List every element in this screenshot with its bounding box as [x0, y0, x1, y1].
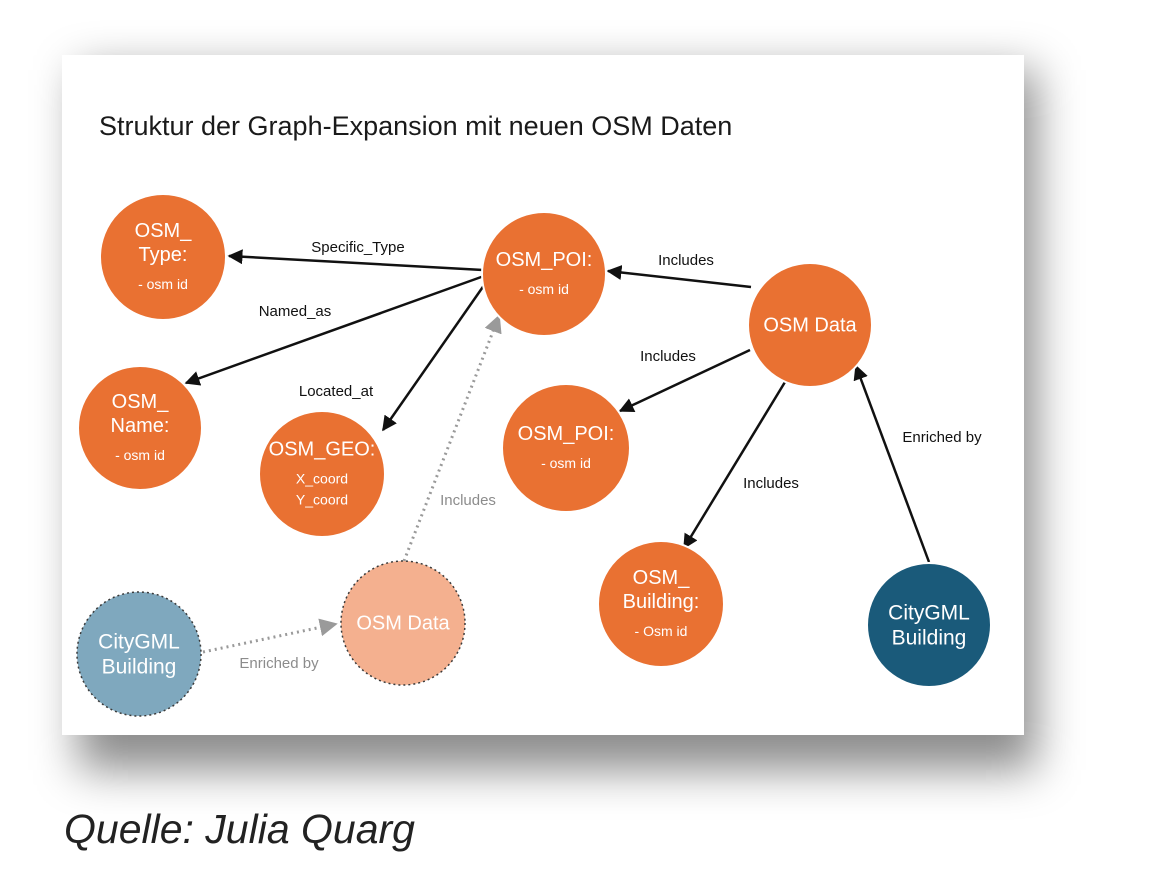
- node-circle: [481, 211, 607, 337]
- node-circle: [77, 365, 203, 491]
- edge-faded-data-poi: [402, 314, 502, 562]
- edge-label-faded-citygml-data: Enriched by: [239, 655, 319, 672]
- edge-label-data-building: Includes: [743, 475, 799, 492]
- node-title: Building: [102, 656, 177, 679]
- node-osm-type: OSM_Type: - osm id: [99, 193, 227, 321]
- node-osm-name: OSM_Name: - osm id: [77, 365, 203, 491]
- node-circle: [76, 591, 202, 717]
- node-title: OSM Data: [763, 315, 857, 337]
- node-osm-building: OSM_Building: - Osm id: [597, 540, 725, 668]
- edge-poi-type: [227, 249, 484, 272]
- node-circle: [340, 560, 466, 686]
- edge-data-poi-top: [606, 265, 752, 289]
- node-osm-poi-top: OSM_POI: - osm id: [481, 211, 607, 337]
- node-title: CityGML: [888, 601, 970, 624]
- edge-faded-citygml-data: [202, 618, 338, 654]
- edge-citygml-data: [853, 364, 931, 563]
- node-title: Type:: [139, 244, 188, 266]
- node-title: OSM_: [633, 567, 691, 589]
- edge-data-building: [682, 381, 787, 550]
- edge-label-poi-geo: Located_at: [299, 383, 374, 400]
- edge-poi-name: [184, 274, 485, 386]
- node-title: Name:: [111, 415, 170, 437]
- node-circle: [597, 540, 725, 668]
- node-circle: [258, 410, 386, 538]
- node-attribute: - osm id: [115, 447, 165, 463]
- edge-label-data-poi-top: Includes: [658, 252, 714, 269]
- node-attribute: X_coord: [296, 471, 348, 487]
- node-circle: [99, 193, 227, 321]
- node-attribute: - osm id: [519, 281, 569, 297]
- node-title: CityGML: [98, 630, 180, 653]
- node-osm-data-faded: OSM Data: [340, 560, 466, 686]
- node-title: OSM_POI:: [518, 423, 615, 445]
- node-title: OSM_POI:: [496, 249, 593, 271]
- node-circle: [501, 383, 631, 513]
- node-title: OSM_GEO:: [269, 439, 376, 461]
- node-title: OSM Data: [356, 613, 450, 635]
- node-title: Building: [892, 627, 967, 650]
- node-citygml-faded: CityGML Building: [76, 591, 202, 717]
- node-title: OSM_: [135, 220, 193, 242]
- node-attribute: - osm id: [138, 276, 188, 292]
- edge-poi-geo: [381, 280, 489, 432]
- edge-label-poi-name: Named_as: [259, 303, 332, 320]
- node-osm-poi-mid: OSM_POI: - osm id: [501, 383, 631, 513]
- node-osm-data-main: OSM Data: [747, 262, 873, 388]
- edge-label-citygml-data: Enriched by: [902, 429, 982, 446]
- node-citygml-main: CityGML Building: [866, 562, 992, 688]
- source-caption: Quelle: Julia Quarg: [64, 806, 415, 852]
- diagram-title: Struktur der Graph-Expansion mit neuen O…: [99, 111, 733, 141]
- edge-label-data-poi-mid: Includes: [640, 348, 696, 365]
- edge-label-faded-data-poi: Includes: [440, 492, 496, 509]
- edge-data-poi-mid: [618, 348, 751, 413]
- node-attribute: - osm id: [541, 455, 591, 471]
- node-title: Building:: [623, 591, 700, 613]
- node-attribute: Y_coord: [296, 492, 348, 508]
- node-circle: [747, 262, 873, 388]
- node-circle: [866, 562, 992, 688]
- edge-label-poi-type: Specific_Type: [311, 239, 404, 256]
- node-title: OSM_: [112, 391, 170, 413]
- node-attribute: - Osm id: [635, 623, 688, 639]
